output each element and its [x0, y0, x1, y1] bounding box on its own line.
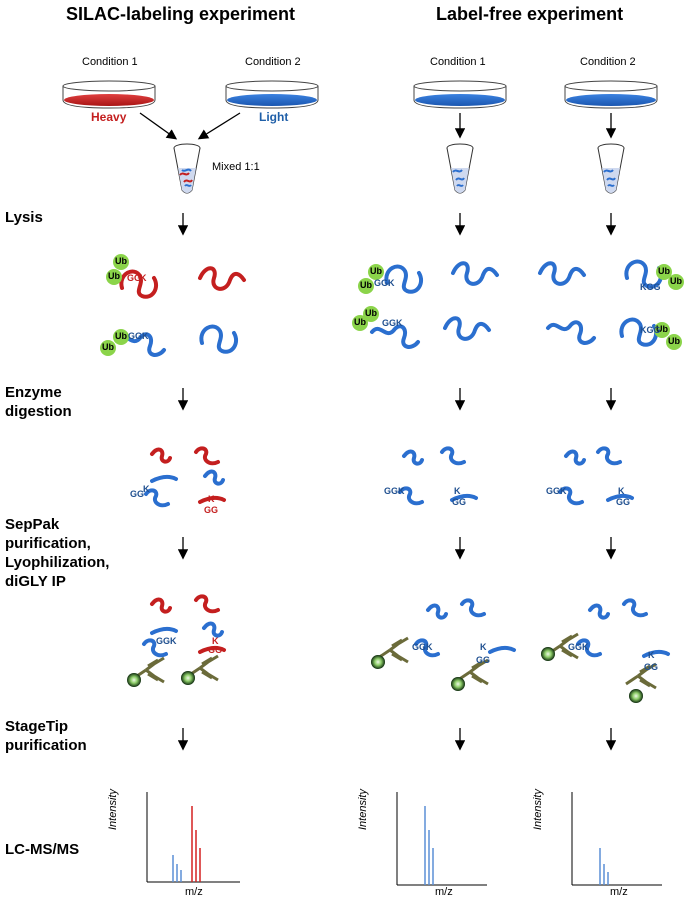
lf-ip-peptides-2	[576, 598, 670, 658]
light-label: Light	[259, 110, 289, 124]
silac-dish-light	[225, 80, 319, 109]
silac-condition-2: Condition 2	[245, 56, 301, 68]
silac-ub-group	[100, 254, 129, 356]
gg-label: GG	[204, 505, 219, 515]
gg-label: GG	[476, 655, 491, 665]
lf1-x-axis-label: m/z	[435, 886, 453, 898]
lf-ub-group-1	[352, 264, 384, 331]
labelfree-title: Label-free experiment	[436, 4, 624, 24]
mixed-label: Mixed 1:1	[212, 161, 260, 173]
k-label: K	[212, 636, 219, 646]
lf-tube-1	[446, 143, 474, 194]
silac-spectrum	[146, 792, 240, 883]
silac-x-axis-label: m/z	[185, 886, 203, 898]
silac-dish-heavy	[62, 80, 156, 109]
lf-lysis-proteins-1	[370, 261, 499, 349]
step-stagetip: StageTip purification	[5, 718, 87, 754]
k-label: K	[208, 494, 215, 504]
ub-label: Ub	[115, 331, 127, 341]
lf-dish-1	[413, 80, 507, 109]
ub-label: Ub	[354, 317, 366, 327]
ub-label: Ub	[360, 280, 372, 290]
lf-peptides-1	[398, 446, 478, 506]
silac-title: SILAC-labeling experiment	[66, 4, 296, 24]
lf-condition-1: Condition 1	[430, 56, 486, 68]
k-label: K	[648, 650, 655, 660]
silac-tube	[173, 143, 201, 194]
step-lcms: LC-MS/MS	[5, 841, 80, 858]
ub-label: Ub	[102, 342, 114, 352]
k-label: K	[143, 484, 150, 494]
silac-y-axis-label: Intensity	[107, 789, 119, 830]
gg-label: GG	[644, 662, 659, 672]
k-label: K	[140, 273, 147, 283]
ggk-label: GGK	[568, 642, 589, 652]
ub-label: Ub	[668, 336, 680, 346]
ub-label: Ub	[658, 266, 670, 276]
lf-ip-antibodies-1	[371, 636, 490, 691]
ggk-label: GGK	[128, 331, 149, 341]
gg-label: GG	[127, 273, 142, 283]
k-label: K	[480, 642, 487, 652]
ggk-label: GGK	[382, 318, 403, 328]
ggk-label: GGK	[546, 486, 567, 496]
kgg-label: KGG	[640, 325, 661, 335]
ggk-label: GGK	[156, 636, 177, 646]
ub-label: Ub	[115, 256, 127, 266]
kgg-label: KGG	[640, 282, 661, 292]
gg-label: GG	[130, 489, 145, 499]
ub-label: Ub	[108, 271, 120, 281]
ggk-label: GGK	[412, 642, 433, 652]
lf-dish-2	[564, 80, 658, 109]
step-seppak: SepPak purification, Lyophilization, diG…	[5, 516, 110, 590]
k-label: K	[618, 486, 625, 496]
ggk-label: GGK	[384, 486, 405, 496]
lf1-y-axis-label: Intensity	[357, 789, 369, 830]
gg-label: GG	[208, 645, 223, 655]
step-lysis: Lysis	[5, 209, 43, 226]
lf-spectrum-1	[396, 792, 487, 886]
lf2-x-axis-label: m/z	[610, 886, 628, 898]
gg-label: GG	[616, 497, 631, 507]
lf2-y-axis-label: Intensity	[532, 789, 544, 830]
ub-label: Ub	[365, 308, 377, 318]
gg-label: GG	[452, 497, 467, 507]
step-enzyme-digestion: Enzyme digestion	[5, 384, 72, 420]
k-label: K	[454, 486, 461, 496]
lf-tube-2	[597, 143, 625, 194]
silac-ip-antibodies	[127, 654, 220, 687]
ub-label: Ub	[370, 266, 382, 276]
ub-label: Ub	[656, 324, 668, 334]
silac-condition-1: Condition 1	[82, 56, 138, 68]
lf-ip-antibodies-2	[541, 632, 658, 703]
lf-spectrum-2	[571, 792, 662, 886]
ub-label: Ub	[670, 276, 682, 286]
lf-condition-2: Condition 2	[580, 56, 636, 68]
ggk-label: GGK	[374, 278, 395, 288]
lf-ub-group-2	[654, 264, 684, 350]
heavy-label: Heavy	[91, 110, 127, 124]
